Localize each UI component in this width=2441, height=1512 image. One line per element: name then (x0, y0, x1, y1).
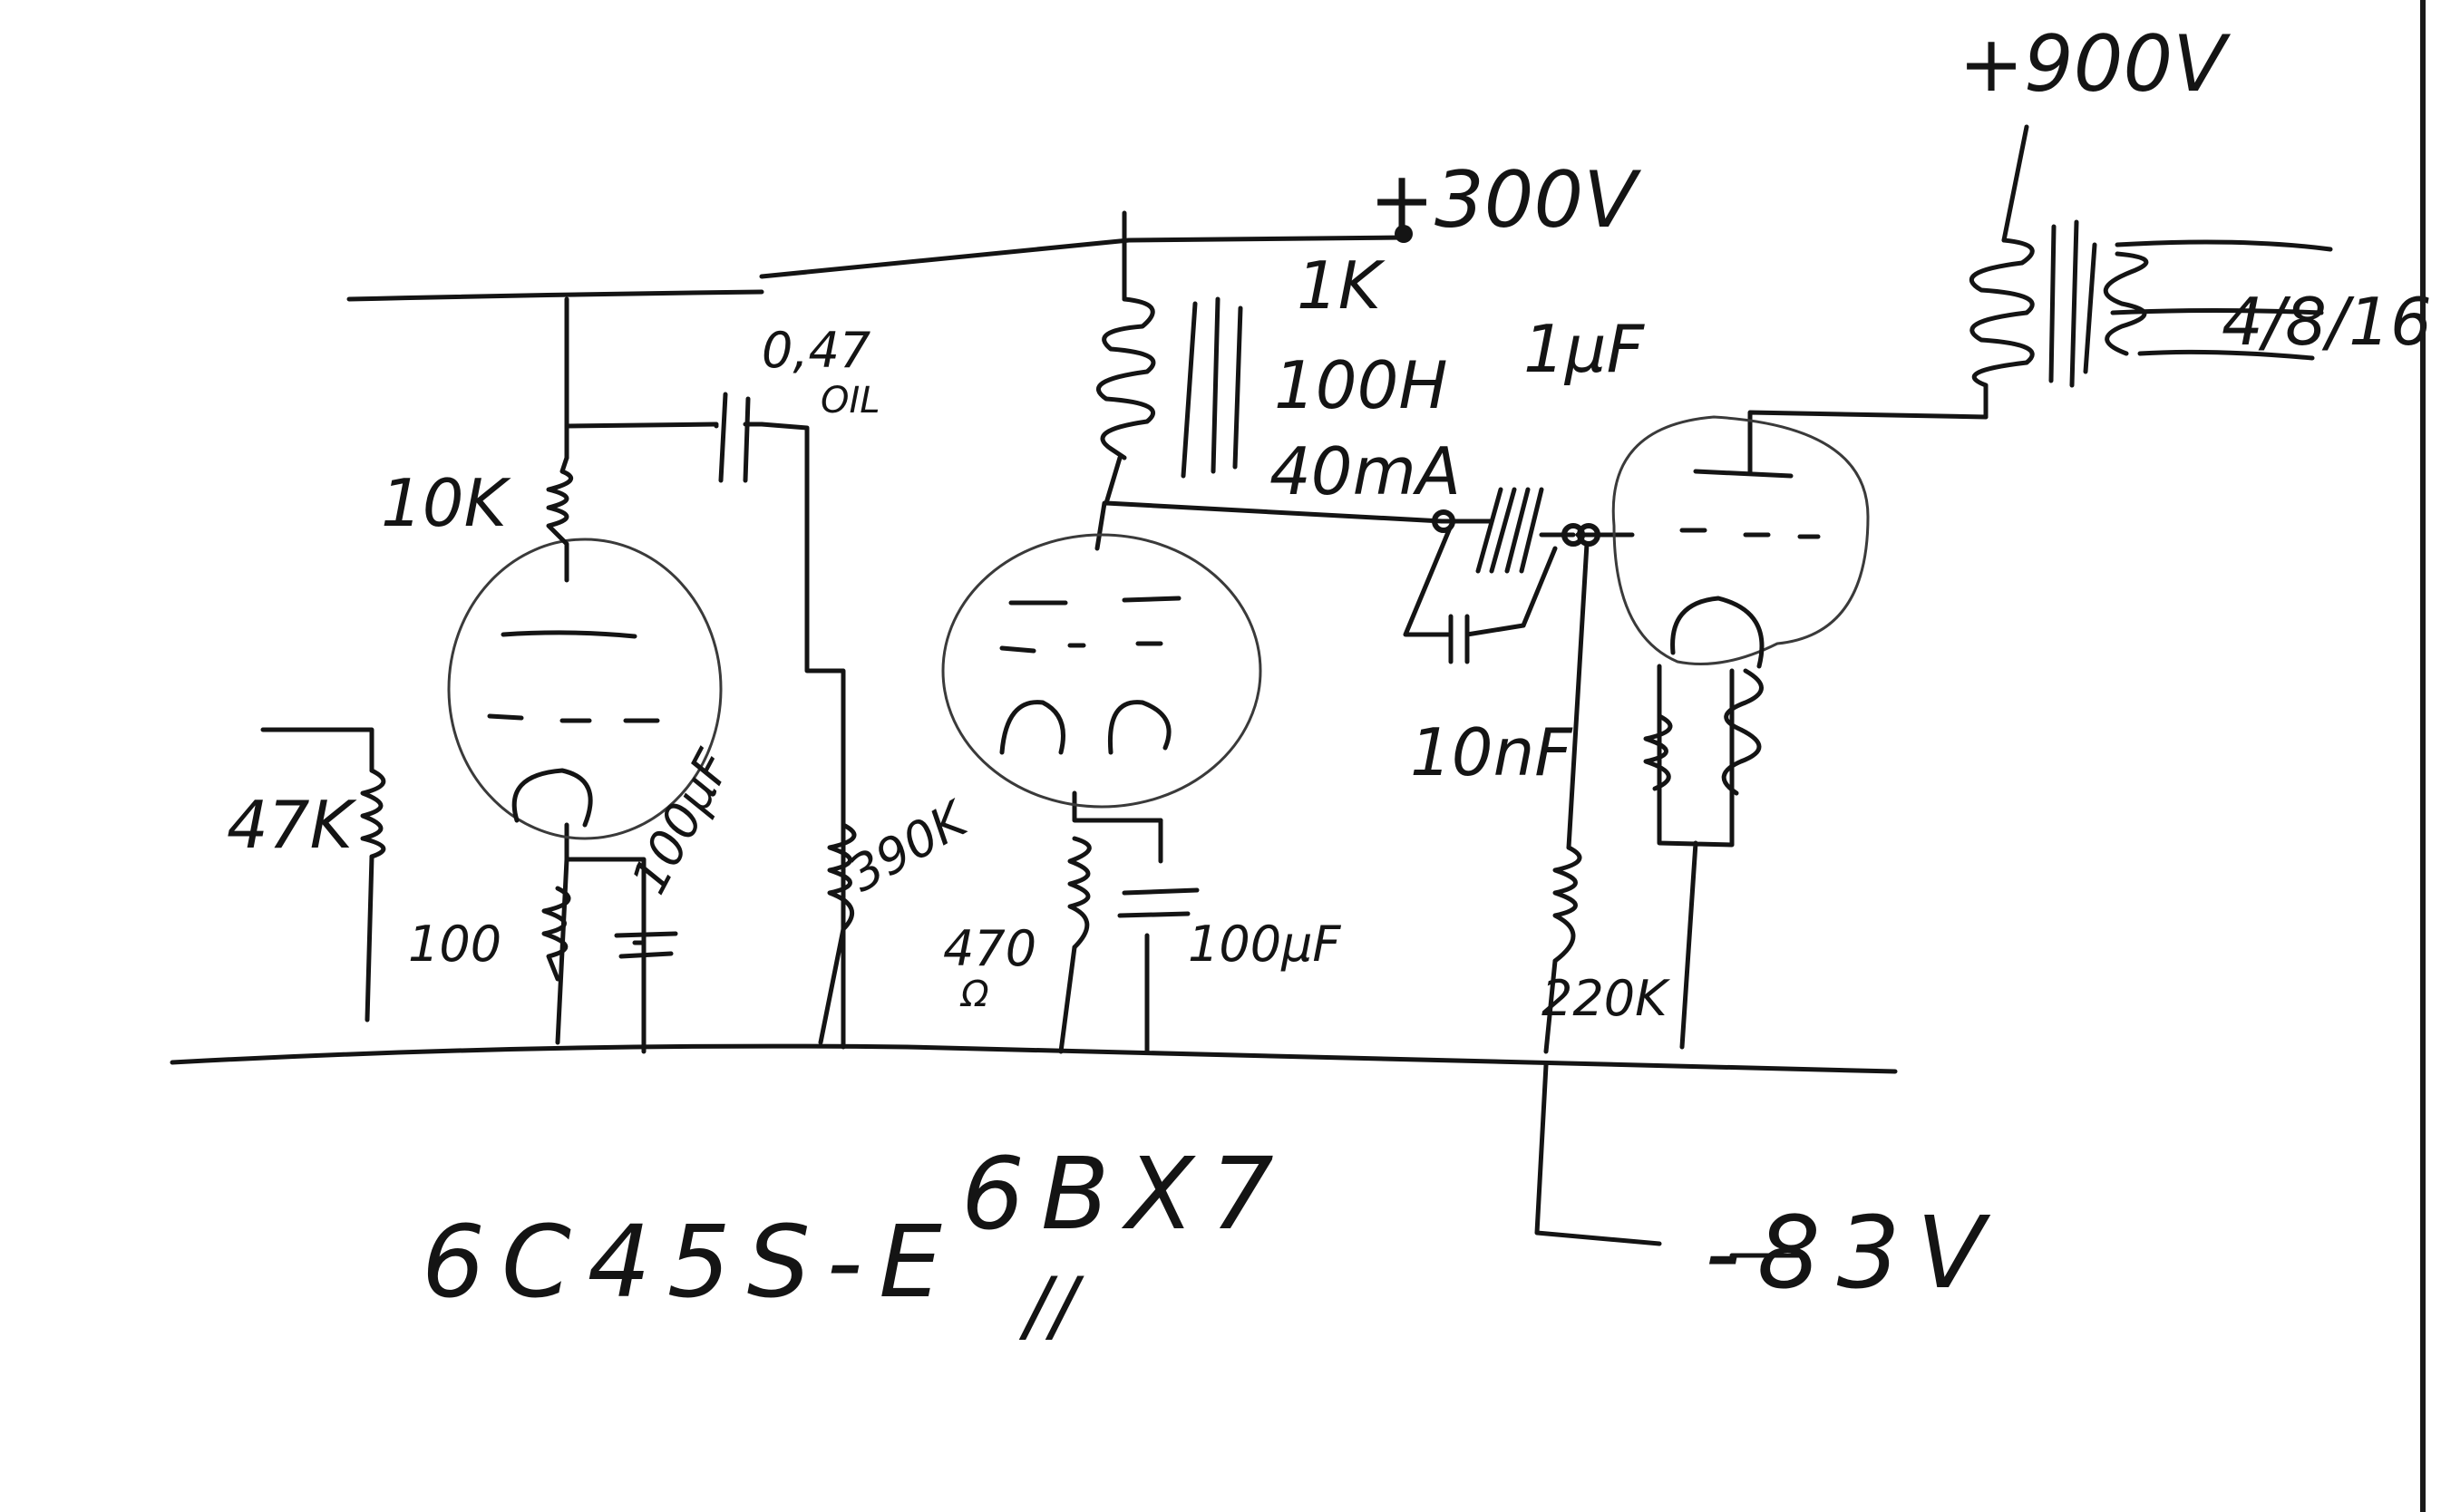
label-choke-100h: 100H (1274, 347, 1448, 423)
b-plus-rail-300 (759, 235, 1406, 279)
interstage-wire (1403, 519, 1635, 637)
first-stage-plate-wire (564, 296, 719, 460)
tube-plate (501, 630, 637, 639)
label-b-plus-900: +900V (1959, 19, 2231, 110)
junction-dot (1432, 509, 1455, 533)
output-transformer-core (2048, 219, 2097, 388)
tube-plate (1693, 469, 1794, 479)
tube-envelope (1611, 415, 1870, 665)
label-r-470-unit: Ω (959, 974, 989, 1015)
label-c-047: 0,47 (762, 322, 870, 379)
b-plus-900-lead (2001, 124, 2029, 243)
label-c-100uf-1: 100μF (620, 741, 743, 903)
inductors (1096, 219, 2149, 796)
output-transformer-secondary-coil (2103, 251, 2149, 356)
capacitors (614, 392, 1576, 959)
labels: +300V +900V -83V 6C45S-E 6BX7 // 10K 0,4… (227, 19, 2432, 1352)
tube-output (1611, 415, 1870, 669)
label-b-plus-300: +300V (1369, 155, 1641, 246)
junction-dots (1395, 225, 1600, 547)
output-secondary (2110, 239, 2333, 361)
label-r-10k: 10K (381, 465, 511, 541)
first-grid-wire (260, 727, 374, 1023)
label-r-47k: 47K (227, 787, 357, 863)
label-choke-40ma: 40mA (1269, 433, 1461, 509)
tube-envelope (941, 533, 1262, 809)
label-tube-6c45se: 6C45S-E (422, 1204, 958, 1320)
wiring (170, 124, 2333, 1258)
capacitor-10nf (1430, 614, 1526, 664)
resistor-output-cathode (1643, 713, 1673, 791)
capacitor-100uf-1 (614, 931, 678, 959)
resistor-470 (1067, 836, 1092, 950)
tube-grid (999, 641, 1163, 654)
label-c-100uf-2: 100μF (1188, 916, 1341, 973)
tube-filament (1670, 596, 1765, 669)
tube-cathode (999, 700, 1172, 755)
output-transformer-primary (1969, 237, 2035, 420)
label-r-390k: 390K (839, 790, 979, 904)
label-r-220k: 220K (1541, 970, 1670, 1027)
label-output-taps: 4/8/16 (2222, 284, 2432, 360)
tube-grid (487, 713, 660, 723)
output-grid-wire (1534, 541, 1662, 1246)
driver-plate-wire (1094, 210, 1444, 551)
driver-bypass-leads (1144, 818, 1163, 1054)
output-cathode-coil (1721, 668, 1764, 796)
label-r-470: 470 (943, 920, 1036, 977)
capacitor-047-oil (714, 392, 764, 483)
resistor-10k (546, 455, 574, 583)
label-c-10nf: 10nF (1410, 714, 1573, 790)
label-c-1uf: 1μF (1523, 311, 1646, 387)
ground-bus (170, 1043, 1898, 1074)
label-choke-1k: 1K (1297, 247, 1386, 324)
choke-100h (1096, 296, 1156, 460)
label-tube-6bx7-parallel: // (1018, 1261, 1084, 1352)
resistor-100 (541, 886, 571, 982)
output-plate-wire (1747, 410, 1989, 474)
capacitor-1uf (1475, 487, 1576, 574)
label-c-oil: OIL (821, 380, 880, 422)
label-r-100: 100 (408, 916, 501, 973)
resistors (360, 455, 1673, 982)
output-cathode-wire (1657, 664, 1735, 1050)
b-plus-rail-left (346, 289, 764, 302)
label-tube-6bx7: 6BX7 (961, 1136, 1290, 1252)
tube-plate (1008, 596, 1182, 606)
tube-envelope (447, 538, 723, 840)
r390k-lower (818, 926, 846, 1045)
tube-driver (941, 533, 1262, 809)
driver-cathode-wire (1058, 790, 1163, 1054)
tube-cathode (511, 768, 593, 828)
resistor-220k (1552, 845, 1582, 964)
resistor-390k (827, 822, 857, 932)
capacitor-100uf-2 (1117, 887, 1200, 918)
choke-core (1181, 296, 1243, 479)
junction-dot (1577, 523, 1600, 547)
resistor-47k (360, 768, 386, 859)
tube-first-stage (447, 538, 723, 840)
junction-dot (1395, 225, 1413, 243)
label-bias-83v: -83V (1705, 1195, 2001, 1311)
tube-grid (1679, 528, 1821, 539)
coupling-wire (759, 422, 846, 1050)
